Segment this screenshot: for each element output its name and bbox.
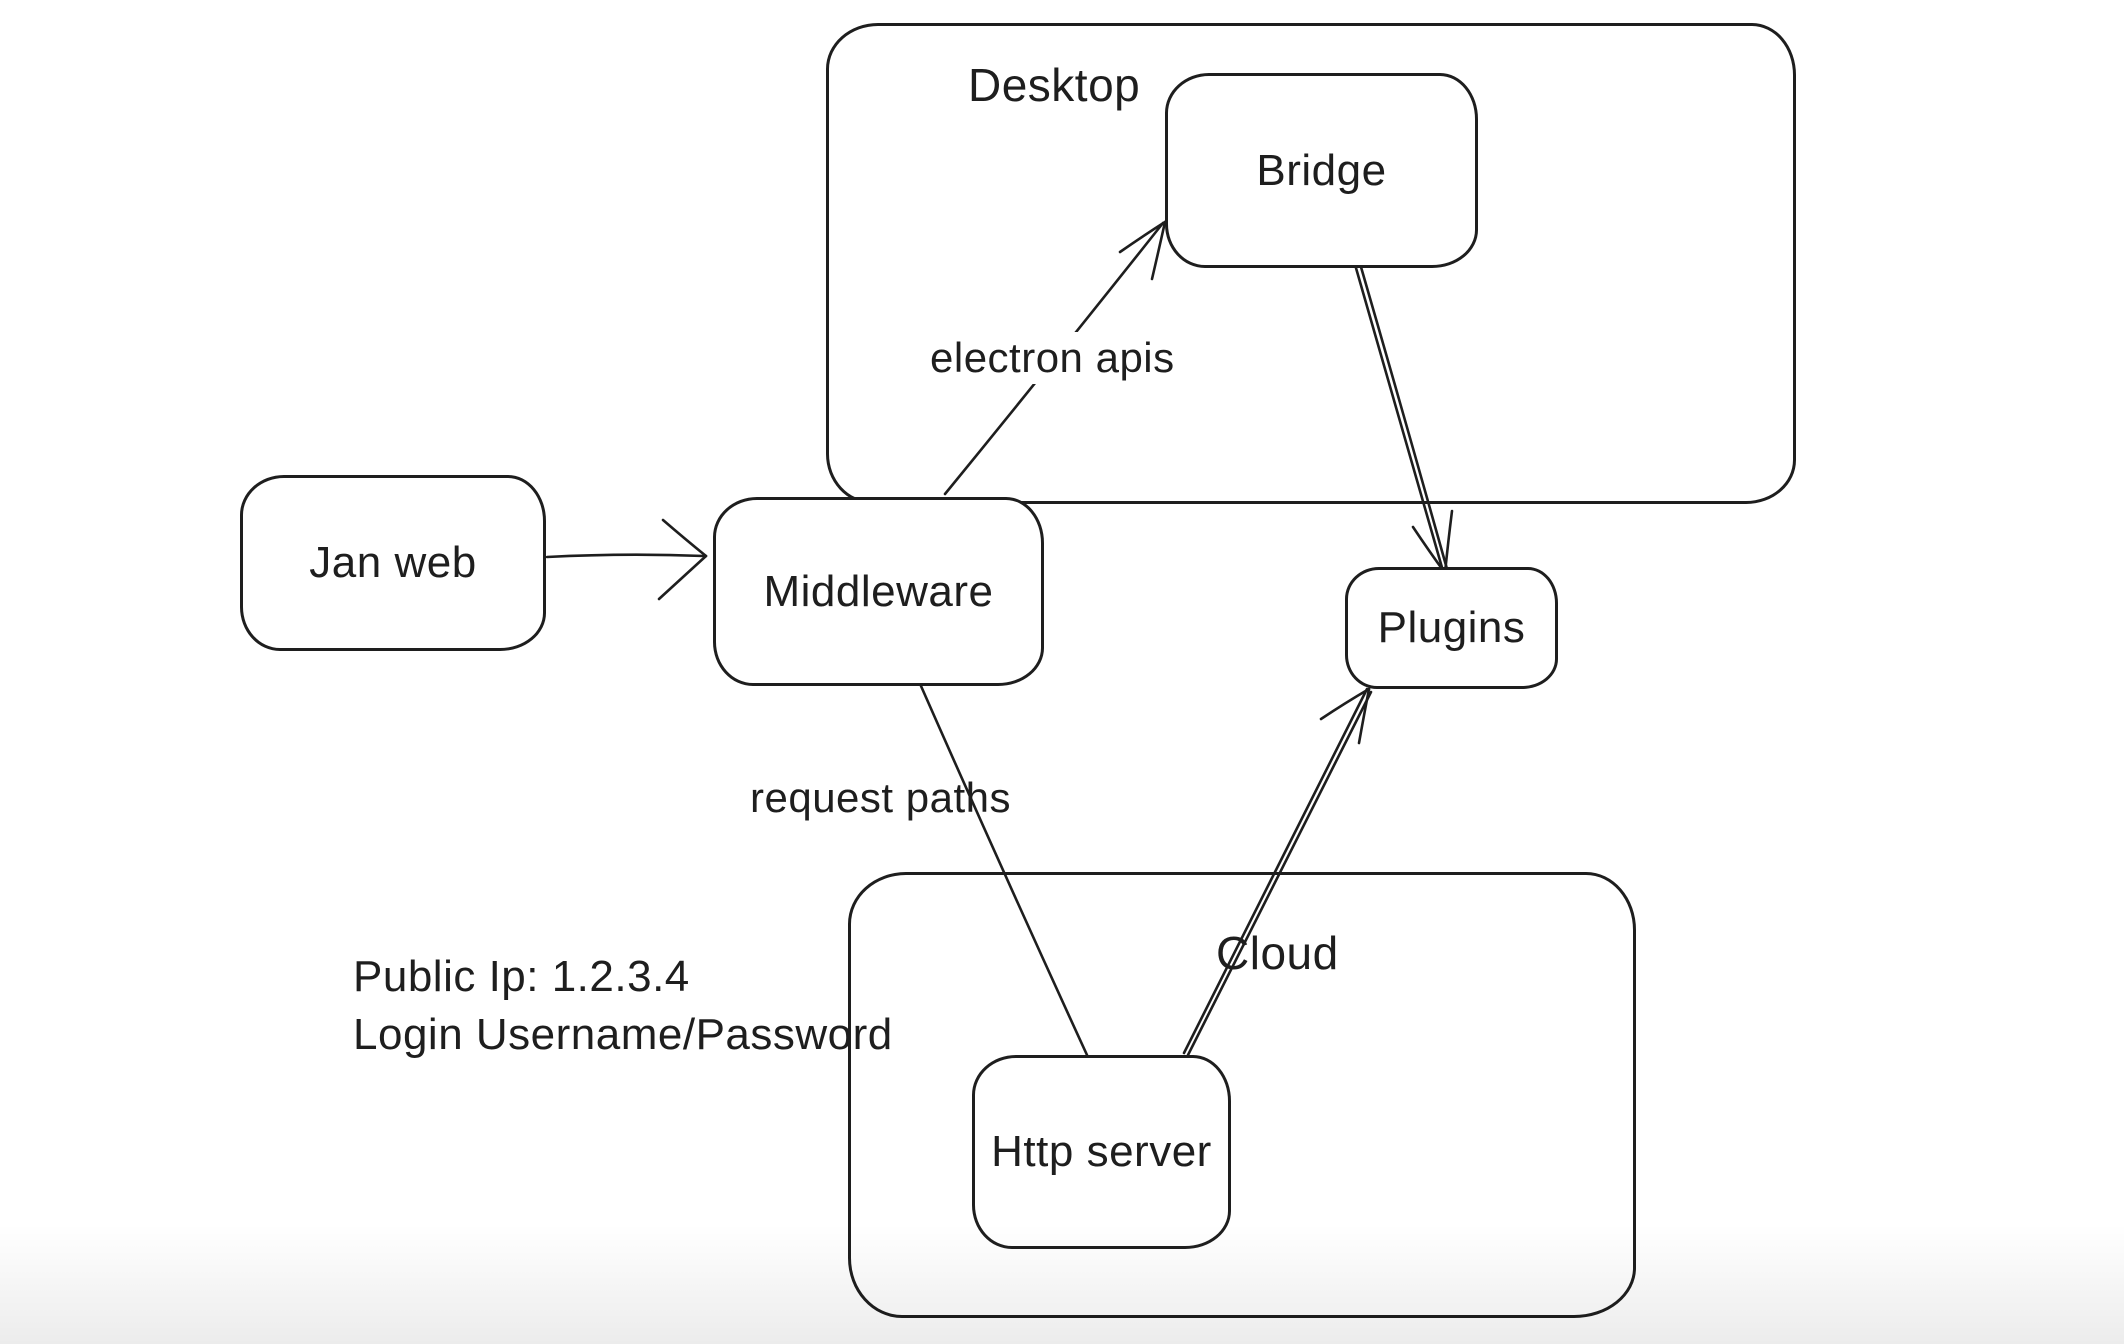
- edge-label-request-paths[interactable]: request paths: [750, 774, 1012, 821]
- node-http-server[interactable]: Http server: [972, 1055, 1231, 1249]
- arrow-janweb-to-middleware[interactable]: [545, 518, 708, 601]
- annotation-public-ip: Public Ip: 1.2.3.4: [353, 952, 690, 1001]
- node-plugins[interactable]: Plugins: [1345, 567, 1558, 689]
- edge-label-electron-apis[interactable]: electron apis: [922, 332, 1183, 384]
- container-cloud-title[interactable]: Cloud: [1216, 927, 1339, 979]
- node-bridge-label: Bridge: [1256, 145, 1387, 195]
- arrow-bridge-to-plugins[interactable]: [1354, 265, 1454, 575]
- line-middleware-to-httpserver[interactable]: [919, 684, 1089, 1057]
- node-jan-web[interactable]: Jan web: [240, 475, 546, 651]
- arrow-httpserver-to-plugins[interactable]: [1182, 687, 1373, 1057]
- node-http-server-label: Http server: [991, 1127, 1212, 1176]
- node-jan-web-label: Jan web: [309, 538, 477, 587]
- node-middleware-label: Middleware: [763, 566, 994, 616]
- container-desktop[interactable]: [826, 23, 1796, 504]
- node-bridge[interactable]: Bridge: [1165, 73, 1478, 268]
- annotation-credentials[interactable]: Public Ip: 1.2.3.4 Login Username/Passwo…: [353, 948, 893, 1064]
- node-plugins-label: Plugins: [1377, 603, 1526, 652]
- container-cloud[interactable]: [848, 872, 1636, 1318]
- annotation-login: Login Username/Password: [353, 1010, 893, 1059]
- node-middleware[interactable]: Middleware: [713, 497, 1044, 686]
- container-desktop-title[interactable]: Desktop: [968, 59, 1141, 111]
